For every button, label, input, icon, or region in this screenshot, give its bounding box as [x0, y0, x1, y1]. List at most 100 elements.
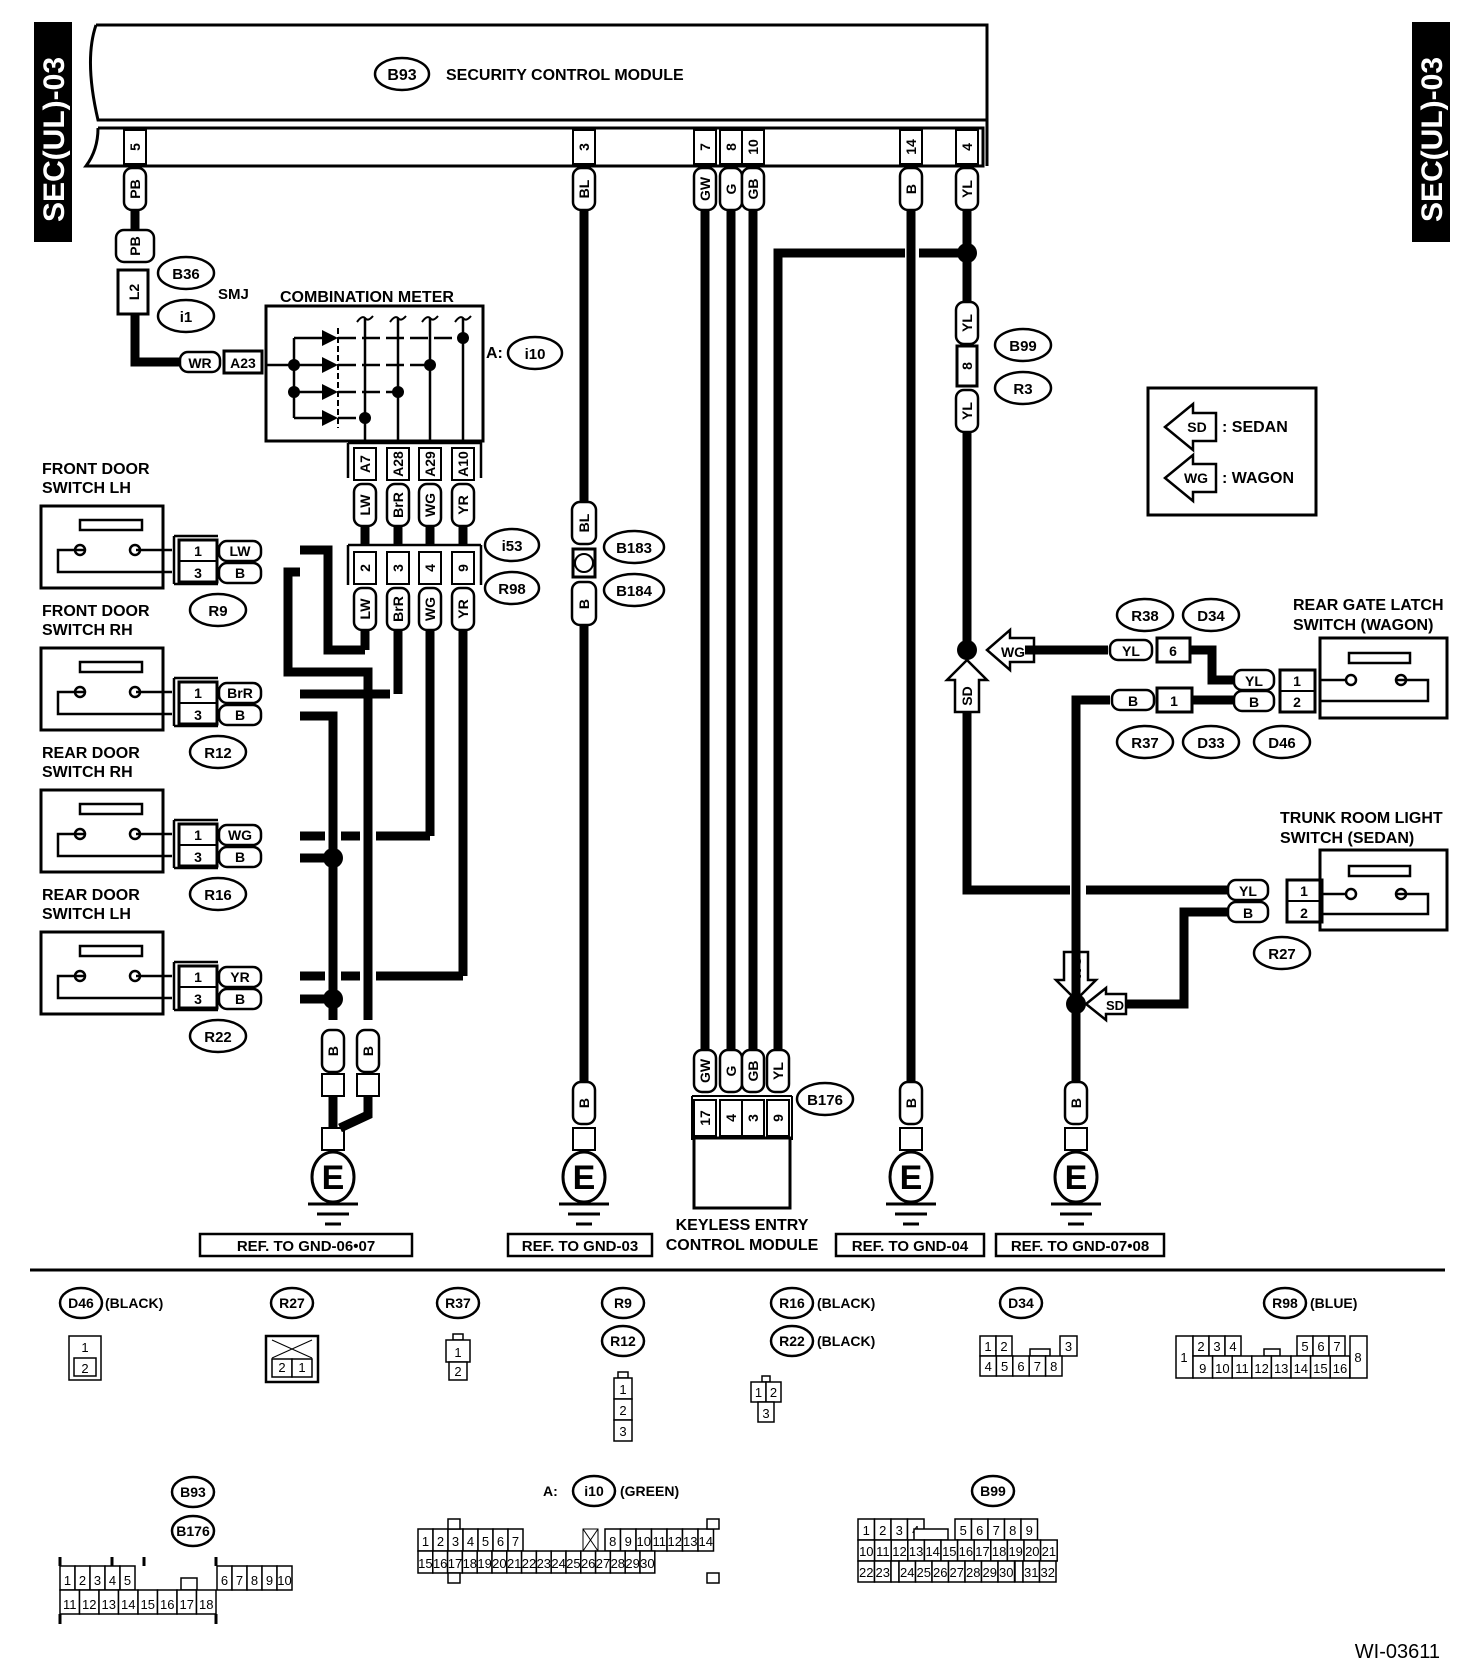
- wire-color-label: LW: [357, 598, 373, 620]
- pin-number: 7: [697, 143, 713, 151]
- svg-text:2: 2: [81, 1361, 88, 1376]
- wire-label: YL: [1122, 643, 1140, 659]
- pin-label: L2: [126, 284, 142, 301]
- rear-gate-latch-switch[interactable]: WG SD R38 D34 YL 6 B 1 R37 D33 D46 REAR …: [943, 597, 1449, 760]
- wire-color-label: GB: [745, 1061, 761, 1082]
- pin-label: 1: [1170, 693, 1178, 709]
- pin-cell: 31: [1024, 1565, 1038, 1580]
- pin-cell: 23: [537, 1556, 551, 1571]
- connector-i53-label: i53: [502, 538, 523, 555]
- connector-b99-label: B99: [1009, 338, 1037, 355]
- b99-joint[interactable]: YL 8 YL B99 R3: [954, 300, 1053, 434]
- smj-joint[interactable]: PB L2 B36 i1 SMJ WR: [114, 228, 249, 374]
- connector-d34-label: D34: [1197, 608, 1225, 625]
- connector-b176-label: B176: [807, 1092, 843, 1109]
- module-pin[interactable]: 3BL: [571, 129, 597, 212]
- pin-cell: 2: [1197, 1339, 1204, 1354]
- ground-reference: REF. TO GND-06•07: [237, 1238, 375, 1255]
- pin-number: 2: [357, 564, 373, 572]
- pin-cell: 20: [492, 1556, 506, 1571]
- combination-meter[interactable]: COMBINATION METER A23 A: i10: [222, 289, 564, 443]
- pin-cell: 16: [433, 1556, 447, 1571]
- connector-i1-label: i1: [180, 309, 193, 326]
- bl-joint[interactable]: BL B B183 B184: [570, 500, 666, 627]
- junction-pin[interactable]: 2LW: [352, 551, 378, 632]
- svg-text:3: 3: [762, 1406, 769, 1421]
- pin-cell: 12: [82, 1597, 96, 1612]
- svg-text:8: 8: [1354, 1350, 1361, 1365]
- wire-color-label: GB: [745, 179, 761, 200]
- trunk-title-1: TRUNK ROOM LIGHT: [1280, 810, 1443, 827]
- pin-number: 3: [745, 1114, 761, 1122]
- ground-reference: REF. TO GND-04: [852, 1238, 969, 1255]
- connector-label: R9: [208, 603, 227, 620]
- keyless-pin[interactable]: YL9: [765, 1048, 791, 1137]
- pin-cell: 1: [298, 1360, 305, 1375]
- junction-pin[interactable]: 9YR: [450, 551, 476, 632]
- connector-r27-label: R27: [1268, 946, 1296, 963]
- pin-cell: 27: [950, 1565, 964, 1580]
- connector-r38-label: R38: [1131, 608, 1159, 625]
- pin-cell: 29: [983, 1565, 997, 1580]
- pin-number: 1: [194, 969, 202, 985]
- connector-view-name: R16: [779, 1295, 805, 1311]
- pin-cell: 4: [1229, 1339, 1236, 1354]
- pin-cell: 17: [180, 1597, 194, 1612]
- connector-b93-badge[interactable]: [373, 56, 431, 92]
- pin-cell: 7: [512, 1534, 519, 1549]
- wire-label: B: [1243, 905, 1253, 921]
- module-pin[interactable]: 8G: [718, 129, 744, 212]
- pin-cell: 4: [109, 1573, 116, 1588]
- door-switch-title: SWITCH RH: [42, 622, 133, 639]
- module-pin[interactable]: 14B: [898, 129, 924, 212]
- connector-view-b99: B991234567891011121314151617181920212223…: [857, 1474, 1058, 1583]
- pin-cell: 24: [551, 1556, 565, 1571]
- pin-number: A29: [422, 451, 438, 477]
- module-pin[interactable]: 5PB: [122, 129, 148, 212]
- pin-number: 9: [770, 1114, 786, 1122]
- module-pin[interactable]: 7GW: [692, 129, 718, 212]
- svg-text:3: 3: [619, 1424, 626, 1439]
- connector-view-name: B99: [980, 1483, 1006, 1499]
- keyless-pin[interactable]: GB 3: [740, 1048, 766, 1137]
- trunk-room-light-switch[interactable]: TRUNK ROOM LIGHT SWITCH (SEDAN) YL B 1 2…: [1052, 810, 1449, 1023]
- module-pin[interactable]: 4YL: [954, 129, 980, 212]
- junction-pin[interactable]: 4WG: [417, 551, 443, 632]
- pin-cell: 1: [755, 1385, 762, 1400]
- connector-label: R22: [204, 1029, 232, 1046]
- wire-color-label: WG: [228, 827, 252, 843]
- connector-view-name: R12: [610, 1333, 636, 1349]
- security-control-module[interactable]: B93 SECURITY CONTROL MODULE: [83, 23, 989, 168]
- variant-arrow-sd: SD: [1106, 998, 1124, 1013]
- keyless-pin[interactable]: G4: [718, 1048, 744, 1137]
- door-switch-title: REAR DOOR: [42, 745, 140, 762]
- connector-view-name: i10: [584, 1483, 604, 1499]
- pin-cell: 14: [1294, 1361, 1308, 1376]
- connector-d33-label: D33: [1197, 735, 1225, 752]
- pin-cell: 7: [1333, 1339, 1340, 1354]
- pin-cell: 6: [497, 1534, 504, 1549]
- connector-view-name: R37: [445, 1295, 471, 1311]
